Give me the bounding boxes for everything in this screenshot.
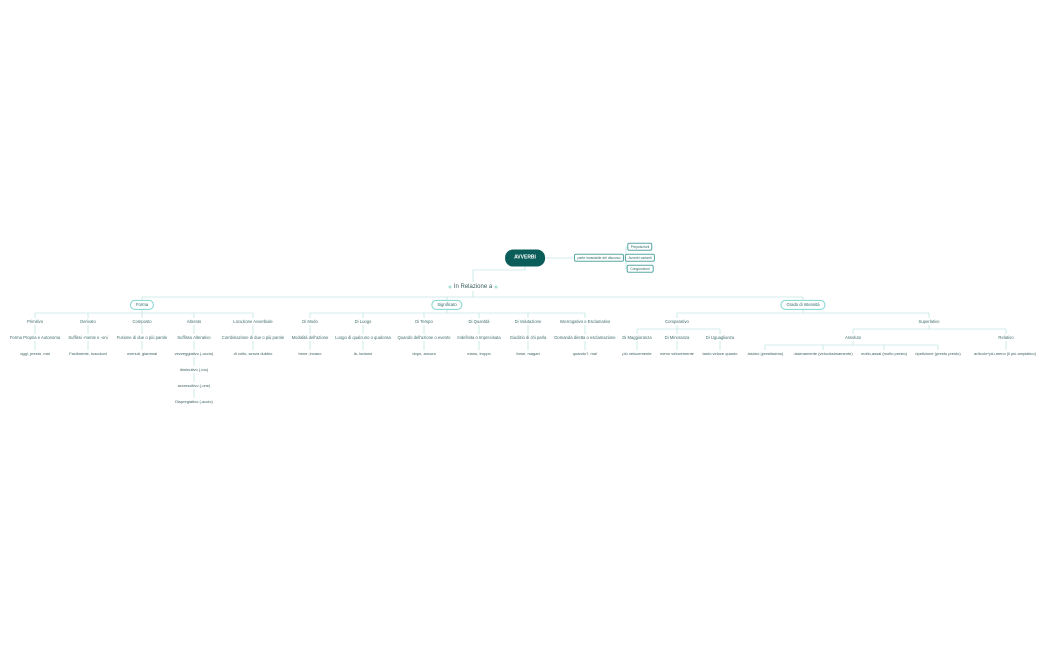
node-di-luogo-example[interactable]: là, lontano (353, 351, 373, 356)
node-alterato-diminutivo[interactable]: diminutivo (-ino) (179, 367, 209, 372)
node-interrogativo[interactable]: Interrogativo o Esclamativo (559, 318, 611, 324)
branch-in-relazione-a[interactable]: In Relazione a (453, 284, 493, 290)
node-di-minoranza-example[interactable]: meno velocemente (660, 351, 694, 356)
node-avverbi-varianti[interactable]: Avverbi varianti (624, 253, 656, 263)
node-assoluto-ripetizione[interactable]: ripetizione (presto presto) (915, 351, 961, 356)
node-di-valutazione-example[interactable]: forse, magari (516, 351, 540, 356)
node-alterato[interactable]: Alterato (186, 318, 202, 324)
node-di-modo[interactable]: Di Modo (302, 318, 318, 324)
category-significato[interactable]: Significato (431, 299, 463, 311)
node-congiunzioni[interactable]: Congiunzioni (626, 264, 654, 274)
node-primitivo-desc[interactable]: Forma Propria e Autonoma (9, 334, 61, 340)
node-interrogativo-desc[interactable]: Domanda diretta o esclamazione (554, 334, 616, 340)
node-assoluto-molto-assai[interactable]: molto,assai (molto presto) (860, 351, 908, 356)
node-assoluto-issimo[interactable]: -issimo (prestissimo) (746, 351, 784, 356)
node-di-quantita-desc[interactable]: Indefinita o Imprecisata (457, 334, 501, 340)
node-alterato-desc[interactable]: Suffisso Alterativo (177, 334, 211, 340)
node-di-tempo-desc[interactable]: Quando dell'azione o evento (397, 334, 451, 340)
node-di-quantita-example[interactable]: mano, troppo (467, 351, 491, 356)
node-composto[interactable]: Composto (132, 318, 152, 324)
node-di-quantita[interactable]: Di Quantità (468, 318, 490, 324)
category-grado-intensita[interactable]: Grado di Intensità (780, 299, 826, 311)
node-composto-desc[interactable]: Fusione di due o più parole (116, 334, 168, 340)
node-di-modo-example[interactable]: bene, invano (298, 351, 322, 356)
node-di-tempo-example[interactable]: dopo, ancora (412, 351, 436, 356)
node-di-valutazione[interactable]: Di Valutazione (514, 318, 542, 324)
node-relativo-example[interactable]: articolo+più,meno (il più ampiatico) (974, 351, 1036, 356)
node-assoluto[interactable]: Assoluto (844, 334, 862, 340)
node-superlativo[interactable]: Superlativo (918, 318, 940, 324)
node-assoluto-issimamente[interactable]: -issimamente (velocissimamente) (793, 351, 853, 356)
node-di-uguaglianza-example[interactable]: tanto veloce quanto (702, 351, 738, 356)
node-di-valutazione-desc[interactable]: Giudizio di chi parla (509, 334, 547, 340)
collapse-dot-right[interactable] (494, 285, 498, 289)
node-di-maggioranza-example[interactable]: più velocemente (622, 351, 652, 356)
node-di-tempo[interactable]: Di Tempo (415, 318, 433, 324)
node-alterato-vezzeggiativo[interactable]: vezzeggiativo (-uccio) (174, 351, 214, 356)
node-primitivo-example[interactable]: oggi, presto, mai (20, 351, 50, 356)
node-di-uguaglianza[interactable]: Di Uguaglianza (705, 334, 735, 340)
node-alterato-dispregiativo[interactable]: Dispregiativo (-accio) (175, 399, 213, 404)
collapse-dot-left[interactable] (448, 285, 452, 289)
node-derivato[interactable]: Derivato (80, 318, 96, 324)
node-derivato-desc[interactable]: Suffissi -mente e -oni (68, 334, 108, 340)
node-di-luogo-desc[interactable]: Luogo di qualcuno o qualcosa (335, 334, 391, 340)
node-locuzione-avverbiale[interactable]: Locuzione Avverbiale (233, 318, 273, 324)
node-alterato-accrescitivo[interactable]: accrescitivo (-one) (177, 383, 211, 388)
node-preposizioni[interactable]: Preposizioni (627, 242, 653, 252)
node-primitivo[interactable]: Primitivo (26, 318, 44, 324)
node-composto-example[interactable]: ovenuti, giammai (126, 351, 158, 356)
node-di-luogo[interactable]: Di Luogo (354, 318, 372, 324)
node-interrogativo-example[interactable]: quando?, ma! (572, 351, 598, 356)
node-parte-invariabile[interactable]: parte invariabile del discorso (574, 253, 624, 263)
root-node-avverbi[interactable]: AVVERBI (505, 249, 545, 267)
category-forma[interactable]: Forma (129, 299, 155, 311)
node-derivato-example[interactable]: Facilmente, tuscoloni (69, 351, 107, 356)
node-comparativo[interactable]: Comparativo (665, 318, 689, 324)
node-di-modo-desc[interactable]: Modalità dell'azione (291, 334, 329, 340)
node-di-minoranza[interactable]: Di Minoranza (664, 334, 690, 340)
node-locuzione-example[interactable]: di colto, senza dubbio (233, 351, 273, 356)
node-relativo[interactable]: Relativo (998, 334, 1014, 340)
node-locuzione-desc[interactable]: Combinazione di due o più parole (221, 334, 285, 340)
node-di-maggioranza[interactable]: Di Maggioranza (622, 334, 652, 340)
